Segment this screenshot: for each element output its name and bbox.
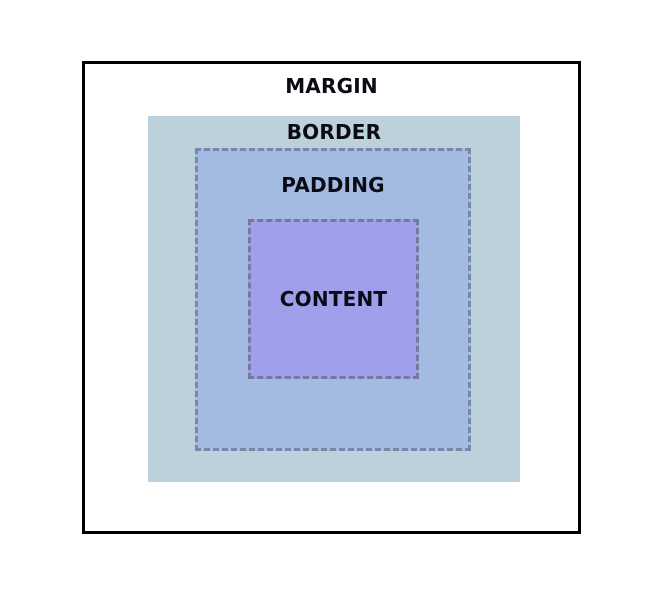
padding-label: PADDING xyxy=(281,173,385,197)
content-box: CONTENT xyxy=(248,219,419,379)
margin-label: MARGIN xyxy=(285,74,378,98)
content-label: CONTENT xyxy=(279,287,388,311)
border-label: BORDER xyxy=(286,120,382,144)
